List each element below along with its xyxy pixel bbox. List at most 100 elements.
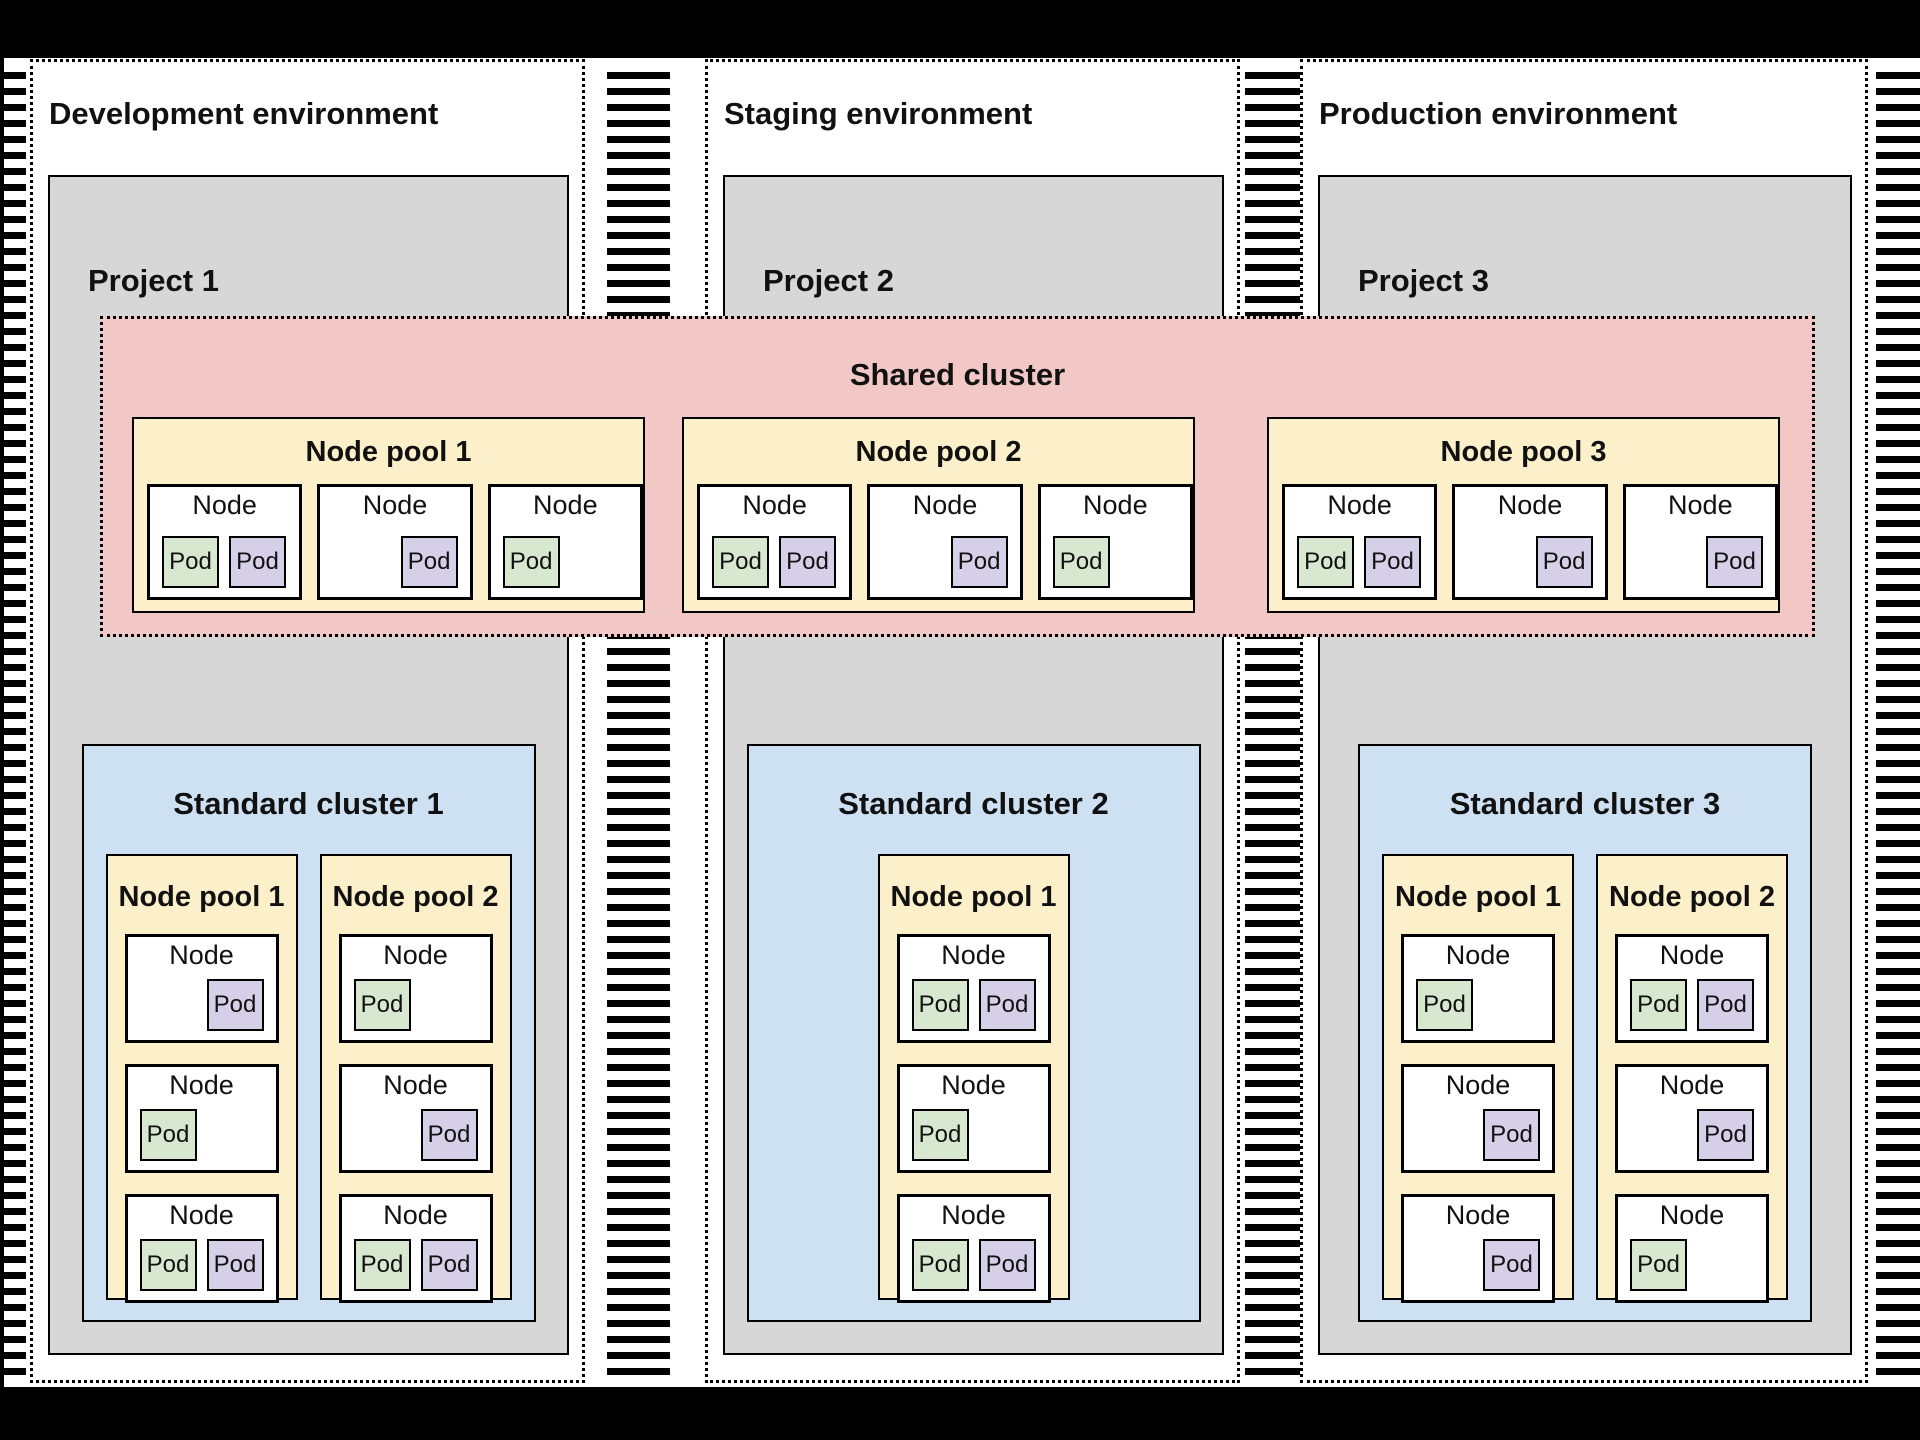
pod-row: Pod <box>911 1108 1036 1161</box>
pod-green: Pod <box>911 978 969 1031</box>
hatch-band-staging-prod <box>1245 72 1300 1380</box>
pod-row: Pod <box>1630 1238 1754 1291</box>
standard-cluster-title: Standard cluster 1 <box>173 786 444 821</box>
pod-green: Pod <box>911 1238 969 1291</box>
pod-label: Pod <box>985 990 1029 1018</box>
pod-label: Pod <box>360 1250 404 1278</box>
node-label: Node <box>362 489 428 520</box>
node-label: Node <box>1445 939 1511 970</box>
node-label: Node <box>941 939 1006 970</box>
pod-label: Pod <box>1637 1250 1680 1278</box>
pod-label: Pod <box>427 1120 471 1148</box>
pod-label: Pod <box>146 1120 190 1148</box>
node-pool-title: Node pool 1 <box>118 881 285 913</box>
pod-purple: Pod <box>229 535 286 588</box>
pod-row: Pod <box>1638 535 1763 588</box>
pod-green: Pod <box>1630 1238 1687 1291</box>
node-label: Node <box>533 489 598 520</box>
pod-purple: Pod <box>1697 1108 1754 1161</box>
pod-label: Pod <box>1304 547 1347 575</box>
hatch-band-right <box>1876 72 1920 1380</box>
pod-green: Pod <box>1052 535 1110 588</box>
node-pool-title: Node pool 1 <box>890 881 1057 913</box>
pod-purple: Pod <box>1705 535 1763 588</box>
pod-green: Pod <box>911 1108 969 1161</box>
pod-green: Pod <box>162 535 219 588</box>
pod-purple: Pod <box>950 535 1008 588</box>
node-pool-title: Node pool 2 <box>855 436 1022 468</box>
pod-row: Pod <box>502 535 628 588</box>
node-label: Node <box>1659 939 1725 970</box>
pod-row: Pod Pod <box>911 978 1036 1031</box>
pod-row: Pod <box>882 535 1008 588</box>
project-title: Project 1 <box>88 263 219 298</box>
pod-label: Pod <box>1704 990 1747 1018</box>
pod-row: Pod <box>1416 1108 1540 1161</box>
node-label: Node <box>383 1069 448 1100</box>
pod-label: Pod <box>1704 1120 1747 1148</box>
project-title: Project 2 <box>763 263 894 298</box>
pod-green: Pod <box>353 1238 411 1291</box>
pod-purple: Pod <box>1535 535 1593 588</box>
node-label: Node <box>169 1199 234 1230</box>
pod-row: Pod <box>140 978 264 1031</box>
pod-row: Pod <box>332 535 458 588</box>
node-label: Node <box>1445 1069 1511 1100</box>
hatch-band-dev-staging <box>607 72 670 1380</box>
pod-row: Pod <box>353 978 478 1031</box>
standard-cluster-title: Standard cluster 2 <box>838 786 1109 821</box>
pod-green: Pod <box>502 535 560 588</box>
pod-green: Pod <box>139 1108 197 1161</box>
pod-row: Pod <box>1416 1238 1540 1291</box>
pod-purple: Pod <box>779 535 836 588</box>
pod-label: Pod <box>918 1120 962 1148</box>
node-label: Node <box>1327 489 1392 520</box>
pod-label: Pod <box>1490 1120 1533 1148</box>
pod-label: Pod <box>213 990 257 1018</box>
pod-label: Pod <box>509 547 553 575</box>
pod-label: Pod <box>719 547 762 575</box>
pod-row: Pod <box>354 1108 478 1161</box>
pod-purple: Pod <box>400 535 458 588</box>
pod-green: Pod <box>1630 978 1687 1031</box>
node-label: Node <box>383 1199 448 1230</box>
environment-title: Production environment <box>1319 96 1678 131</box>
node-label: Node <box>1659 1069 1725 1100</box>
pod-label: Pod <box>918 990 962 1018</box>
